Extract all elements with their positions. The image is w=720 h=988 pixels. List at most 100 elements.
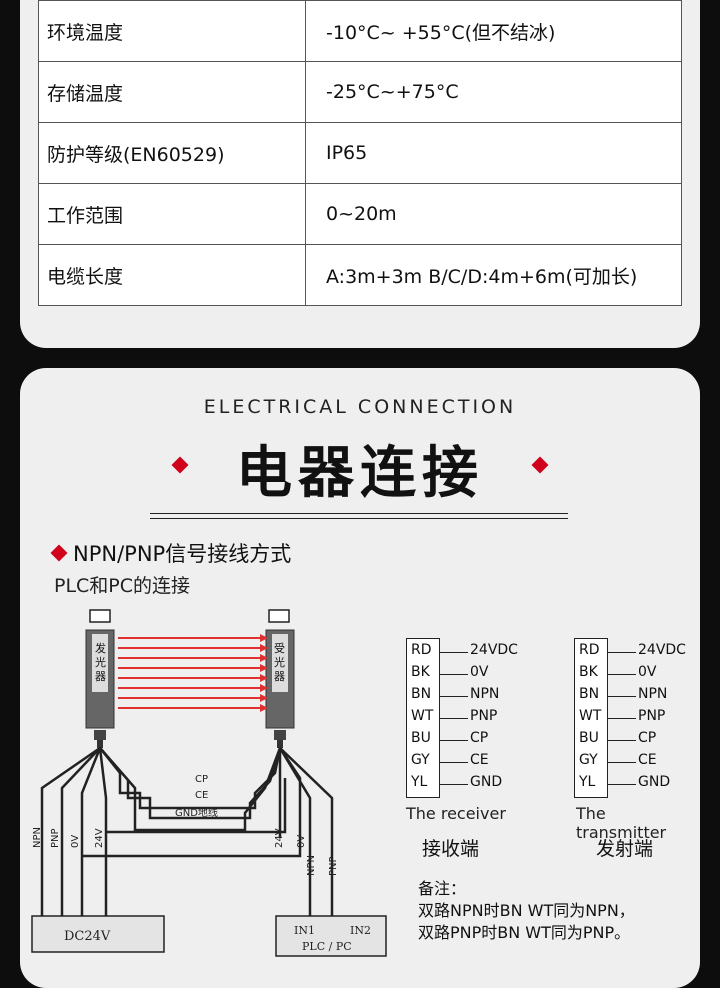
plc-label: PLC / PC [302,940,352,953]
pinout-box [406,638,440,798]
pin-wire [440,784,468,785]
spec-value: IP65 [305,122,682,184]
wire-label-24v: 24V [94,828,105,848]
transmitter-caption-cn: 发射端 [596,838,654,860]
wiring-heading-text: NPN/PNP信号接线方式 [73,542,292,566]
wire-label-pnp: PNP [328,856,339,876]
wire-label-pnp: PNP [50,828,61,848]
spec-value: A:3m+3m B/C/D:4m+6m(可加长) [305,244,682,306]
beam-arrow [260,704,268,712]
pin-wire [440,740,468,741]
pinout-box [574,638,608,798]
plc-box [275,915,387,957]
spec-table: 环境温度-10°C~ +55°C(但不结冰) 存储温度-25°C~+75°C 防… [38,0,682,306]
wiring-heading: NPN/PNP信号接线方式 [50,538,292,568]
light-beams [118,634,268,712]
beam-arrow [260,694,268,702]
pin-function: NPN [638,686,668,702]
spec-key: 防护等级(EN60529) [38,122,306,184]
pin-wire [608,674,636,675]
spec-key: 环境温度 [38,0,306,62]
table-row: 防护等级(EN60529)IP65 [38,122,682,184]
pin-function: PNP [470,708,498,724]
pin-color: BK [411,664,430,680]
note-title: 备注： [418,879,467,898]
table-row: 存储温度-25°C~+75°C [38,61,682,123]
receiver-caption-en: The receiver [406,804,506,823]
pin-wire [608,784,636,785]
emitter-sensor [85,609,115,748]
wire-label-0v: 0V [70,835,81,848]
pin-color: BU [411,730,431,746]
spec-key: 工作范围 [38,183,306,245]
pin-function: PNP [638,708,666,724]
pin-color: BN [411,686,432,702]
pin-function: 0V [638,664,657,680]
wire-label-cp: CP [195,774,208,785]
receiver-caption-cn: 接收端 [422,838,480,860]
pin-color: GY [411,752,430,768]
pin-wire [608,652,636,653]
spec-value: -25°C~+75°C [305,61,682,123]
beam-arrow [260,664,268,672]
title-divider [150,518,568,519]
pin-color: YL [579,774,596,790]
table-row: 环境温度-10°C~ +55°C(但不结冰) [38,0,682,62]
wiring-diagram: CP CE GND地线 NPN PNP 0V 24V 24V 0V NPN PN… [31,609,387,957]
receiver-pinout: RD 24VDC BK 0V BN NPN WT PNP BU CP GY CE YL GND [406,638,546,798]
pin-color: RD [411,642,432,658]
pin-function: 24VDC [638,642,686,658]
spec-value: 0~20m [305,183,682,245]
emitter-label: 发光器 [95,641,106,683]
pin-function: NPN [470,686,500,702]
diamond-bullet-icon [50,544,68,562]
beam-arrow [260,684,268,692]
pin-color: BK [579,664,598,680]
section-title-cn: 电器连接 [236,441,484,506]
pin-color: YL [411,774,428,790]
spec-value: -10°C~ +55°C(但不结冰) [305,0,682,62]
in2-label: IN2 [350,924,371,937]
note-line1: 双路NPN时BN WT同为NPN， [418,901,635,920]
pin-function: GND [470,774,503,790]
spec-card: 环境温度-10°C~ +55°C(但不结冰) 存储温度-25°C~+75°C 防… [20,0,700,348]
beam-arrow [260,674,268,682]
pin-function: 0V [470,664,489,680]
receiver-label: 受光器 [274,642,285,683]
pin-wire [608,718,636,719]
wire-label-ce: CE [195,790,208,801]
pin-color: RD [579,642,600,658]
electrical-connection-card: ELECTRICAL CONNECTION 电器连接 NPN/PNP信号接线方式… [20,368,700,988]
pin-color: BN [579,686,600,702]
in1-label: IN1 [294,924,315,937]
wire-label-0v: 0V [296,835,307,848]
pin-function: CE [638,752,657,768]
spec-key: 电缆长度 [38,244,306,306]
dc24v-box [31,915,165,953]
pin-function: CP [638,730,657,746]
beam-arrow [260,634,268,642]
pin-color: WT [411,708,434,724]
pin-wire [440,652,468,653]
beam-arrow [260,654,268,662]
pin-wire [440,674,468,675]
wiring-subheading: PLC和PC的连接 [54,575,191,597]
pin-function: 24VDC [470,642,518,658]
wire-label-npn: NPN [306,855,317,876]
wire-label-npn: NPN [32,827,43,848]
pin-wire [608,696,636,697]
pin-wire [608,762,636,763]
beam-arrow [260,644,268,652]
wire-label-24v: 24V [274,828,285,848]
wire-label-gnd: GND地线 [175,806,218,819]
pin-color: BU [579,730,599,746]
receiver-sensor [265,609,295,748]
dc24v-label: DC24V [64,929,111,944]
title-divider [150,513,568,514]
pin-color: GY [579,752,598,768]
pin-function: CE [470,752,489,768]
pin-function: CP [470,730,489,746]
